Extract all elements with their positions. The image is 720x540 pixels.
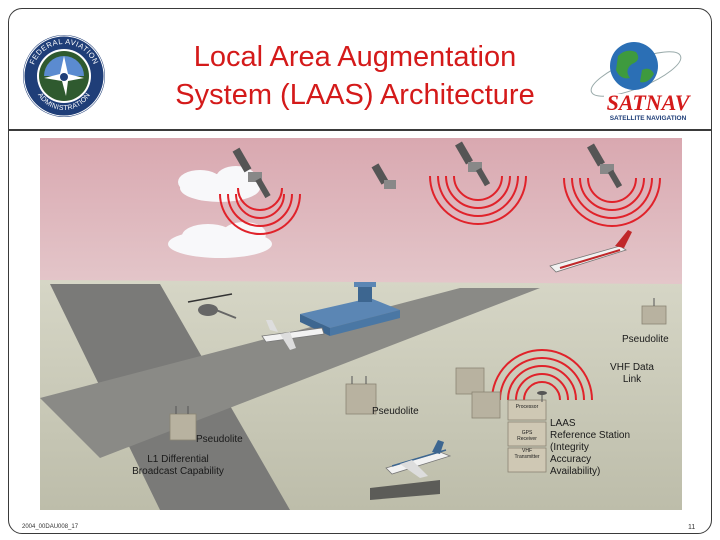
laas-reference-station	[455, 367, 547, 473]
laas-scene-illustration	[40, 138, 682, 510]
label-laas-line-3: (Integrity	[550, 442, 589, 453]
title-line-1: Local Area Augmentation	[193, 41, 517, 73]
satnav-wordmark: SATNAV	[607, 90, 692, 115]
vhf-data-link-arcs	[491, 349, 593, 401]
label-gps-receiver-2: Receiver	[517, 436, 537, 442]
label-gps-receiver: GPS Receiver	[508, 430, 546, 442]
label-laas-line-1: LAAS	[550, 418, 576, 429]
faa-seal-logo: FEDERAL AVIATION ADMINISTRATION	[23, 35, 105, 117]
label-vhf-line-2: Link	[622, 374, 642, 385]
landing-airliner	[385, 440, 452, 478]
label-l1-line-1: L1 Differential	[147, 454, 209, 465]
label-pseudolite-right: Pseudolite	[622, 334, 669, 345]
gps-satellite-3	[587, 143, 623, 189]
gps-satellite-1	[232, 147, 271, 199]
label-vhf-transmitter: VHF Transmitter	[508, 448, 546, 460]
runway-cross	[40, 288, 540, 458]
label-l1-line-2: Broadcast Capability	[132, 466, 224, 477]
label-laas-reference-station: LAAS Reference Station (Integrity Accura…	[550, 418, 630, 478]
label-pseudolite-center: Pseudolite	[372, 406, 419, 417]
cloud-left	[178, 166, 260, 202]
label-processor: Processor	[515, 404, 539, 410]
helicopter	[187, 293, 237, 319]
title-line-2: System (LAAS) Architecture	[175, 79, 535, 111]
label-pseudolite-left: Pseudolite	[196, 434, 243, 445]
label-vhf-transmitter-1: VHF	[522, 448, 532, 454]
label-vhf-line-1: VHF Data	[610, 362, 654, 373]
label-vhf-data-link: VHF Data Link	[600, 362, 664, 386]
page-number: 11	[688, 524, 696, 531]
gps-satellite-4	[371, 163, 396, 189]
parked-airliner	[261, 320, 325, 350]
satnav-logo: SATNAV SATELLITE NAVIGATION	[590, 42, 692, 122]
title-divider	[8, 129, 712, 131]
signal-arcs-sat-2	[429, 175, 527, 225]
label-laas-line-5: Availability)	[550, 466, 601, 477]
label-laas-line-4: Accuracy	[550, 454, 592, 465]
signal-arcs-sat-1	[219, 187, 301, 235]
pseudolite-left	[169, 406, 197, 441]
gps-satellite-2	[455, 141, 491, 187]
cloud-bottom	[168, 222, 272, 258]
pseudolite-right	[641, 298, 667, 325]
taxiway	[370, 480, 440, 500]
signal-arcs-sat-3	[563, 177, 661, 227]
label-vhf-transmitter-2: Transmitter	[514, 454, 540, 460]
page-title: Local Area Augmentation System (LAAS) Ar…	[130, 38, 580, 114]
footer-document-id: 2004_00DAU008_17	[22, 524, 79, 530]
label-l1-differential: L1 Differential Broadcast Capability	[118, 454, 238, 478]
label-gps-receiver-1: GPS	[521, 430, 533, 436]
satnav-tagline: SATELLITE NAVIGATION	[610, 115, 687, 122]
airliner-in-flight	[549, 230, 632, 273]
pseudolite-center	[345, 376, 377, 415]
label-laas-line-2: Reference Station	[550, 430, 631, 441]
